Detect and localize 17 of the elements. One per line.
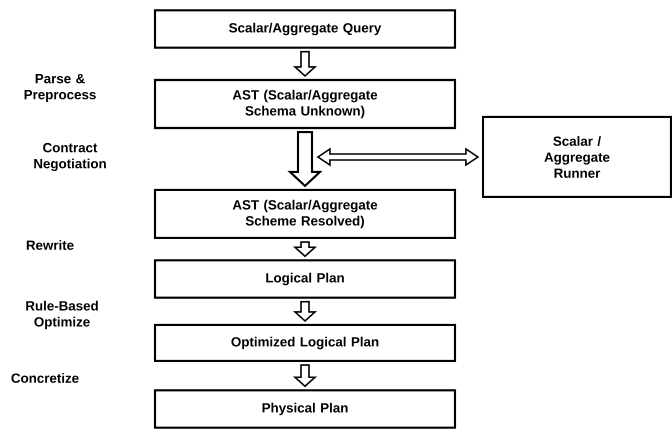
process-box: Scalar/Aggregate Query	[154, 9, 456, 49]
process-box: Physical Plan	[154, 389, 456, 429]
process-box: AST (Scalar/Aggregate Scheme Resolved)	[154, 188, 456, 240]
step-label: Parse & Preprocess	[24, 74, 96, 102]
step-label: Rewrite	[26, 240, 74, 250]
block-arrow	[287, 131, 323, 188]
block-arrow	[292, 364, 318, 388]
process-box: Scalar / Aggregate Runner	[482, 116, 672, 198]
block-arrow	[292, 300, 318, 322]
block-arrow	[292, 50, 318, 77]
block-arrow	[292, 241, 318, 258]
process-box: AST (Scalar/Aggregate Schema Unknown)	[154, 78, 456, 130]
step-label: Rule-Based Optimize	[26, 300, 98, 330]
step-label: Concretize	[11, 373, 79, 383]
process-box: Optimized Logical Plan	[154, 324, 456, 362]
process-box: Logical Plan	[154, 259, 456, 299]
step-label: Contract Negotiation	[34, 142, 106, 172]
